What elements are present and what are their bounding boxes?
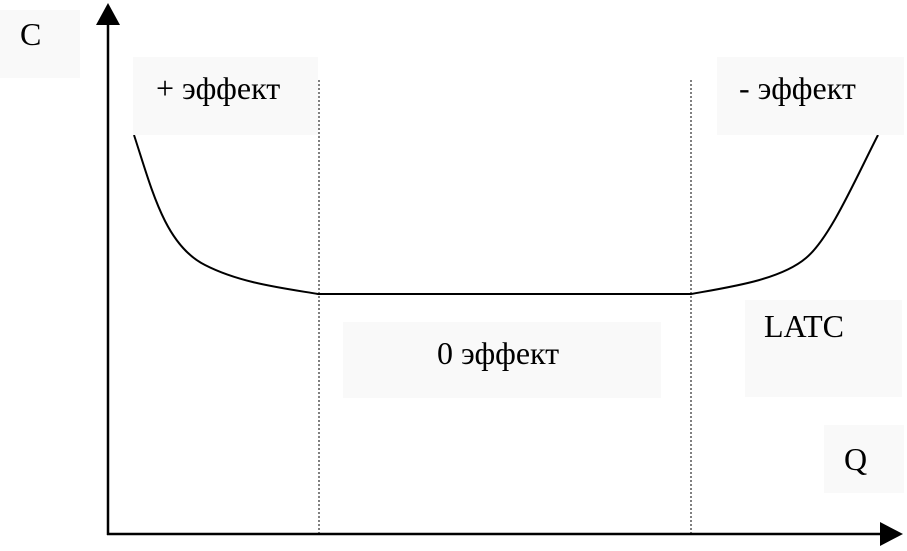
positive-effect-label: + эффект: [156, 70, 281, 106]
x-axis-label: Q: [844, 441, 868, 477]
latc-label-background: [745, 300, 902, 397]
zero-effect-label-background: [343, 322, 661, 398]
zero-effect-label: 0 эффект: [437, 335, 560, 371]
y-axis-label-background: [0, 10, 80, 78]
y-axis-arrowhead: [96, 3, 120, 25]
negative-effect-label: - эффект: [739, 70, 856, 106]
x-axis-arrowhead: [880, 522, 903, 546]
x-axis-label-background: [824, 425, 904, 493]
positive-effect-label-background: [133, 57, 318, 135]
y-axis-label: C: [20, 16, 42, 52]
latc-curve: [133, 134, 879, 295]
latc-curve-label: LATC: [764, 308, 844, 344]
negative-effect-label-background: [717, 57, 904, 135]
